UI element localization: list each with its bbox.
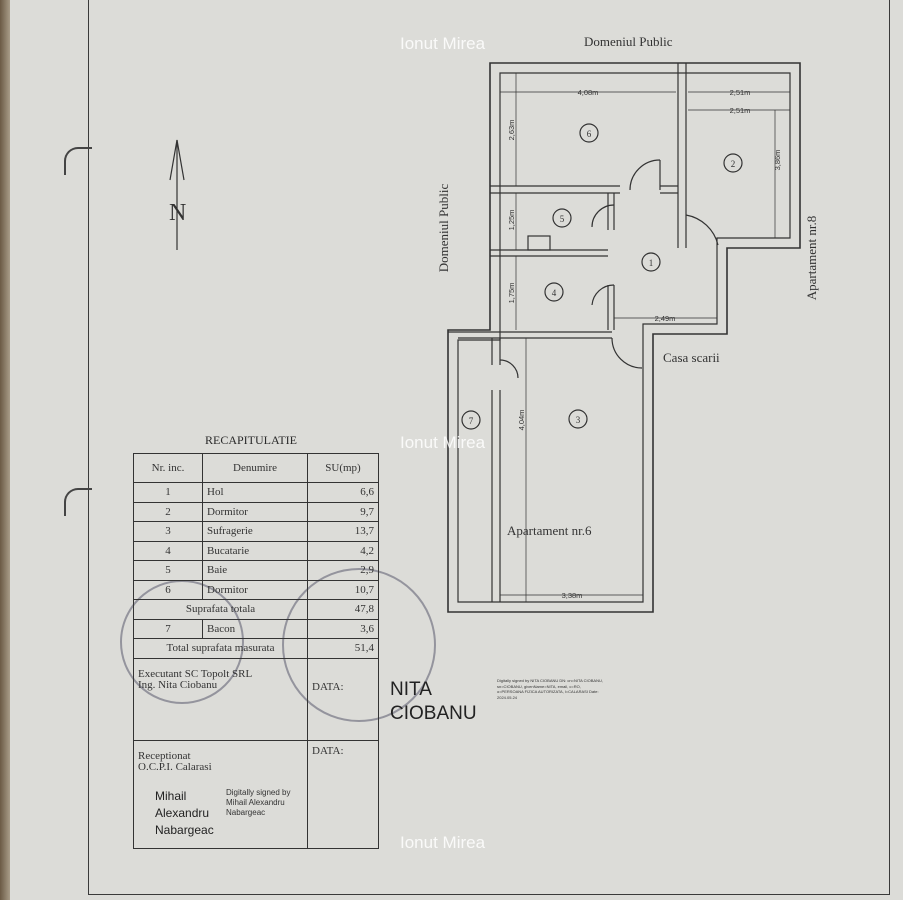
punch-hole xyxy=(64,488,92,516)
mihail-signature-name: Mihail Alexandru Nabargeac xyxy=(155,789,214,837)
mihail-digital-signature: Digitally signed by Mihail Alexandru Nab… xyxy=(226,788,291,817)
page-frame xyxy=(88,0,890,895)
label-stairs: Casa scarii xyxy=(663,350,720,365)
watermark: Ionut Mirea xyxy=(400,833,486,852)
dim-room2-width-2: 2,51m xyxy=(730,106,751,115)
dim-room5-height: 1,25m xyxy=(507,210,516,231)
recap-title: RECAPITULATIE xyxy=(205,433,297,447)
header-denumire: Denumire xyxy=(202,453,308,483)
north-letter: N xyxy=(169,200,186,226)
nita-signature-name: NITA CIOBANU xyxy=(390,679,477,724)
room-1-number: 1 xyxy=(649,258,654,268)
dim-room6-width: 4,08m xyxy=(578,88,599,97)
dim-room2-width: 2,51m xyxy=(730,88,751,97)
room-6-number: 6 xyxy=(587,129,592,139)
nita-digital-signature: Digitally signed by NITA CIOBANU DN: cn=… xyxy=(497,678,603,700)
watermark: Ionut Mirea xyxy=(400,34,486,53)
watermark: Ionut Mirea xyxy=(400,433,486,452)
label-bottom: Apartament nr.6 xyxy=(507,523,592,538)
header-nr: Nr. inc. xyxy=(133,453,203,483)
dim-room2-height: 3,86m xyxy=(773,150,782,171)
page-edge xyxy=(0,0,10,900)
label-top: Domeniul Public xyxy=(584,34,673,49)
room-4-number: 4 xyxy=(552,288,557,298)
dim-room3-height: 4,04m xyxy=(517,410,526,431)
room-2-number: 2 xyxy=(731,159,736,169)
dim-hall-width: 2,49m xyxy=(655,314,676,323)
dim-room4-height: 1,75m xyxy=(507,283,516,304)
punch-hole xyxy=(64,147,92,175)
dim-room3-width: 3,38m xyxy=(562,591,583,600)
header-su: SU(mp) xyxy=(307,453,379,483)
room-3-number: 3 xyxy=(576,415,581,425)
room-7-number: 7 xyxy=(469,416,474,426)
dim-room6-height: 2,63m xyxy=(507,120,516,141)
room-5-number: 5 xyxy=(560,214,565,224)
